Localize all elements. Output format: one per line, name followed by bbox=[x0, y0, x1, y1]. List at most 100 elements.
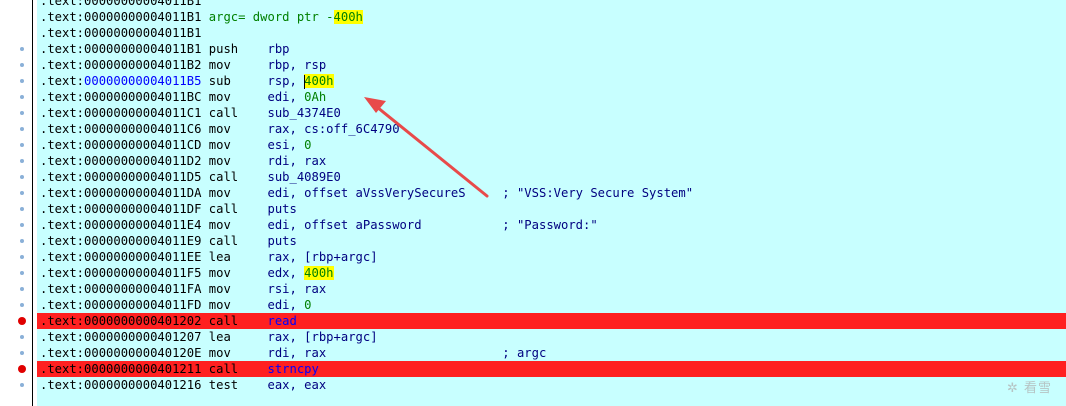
line-marker-icon[interactable] bbox=[20, 95, 24, 99]
code-line[interactable]: .text:00000000004011C1 call sub_4374E0 bbox=[37, 105, 1066, 121]
operands: puts bbox=[267, 202, 297, 216]
mnemonic: mov bbox=[208, 58, 268, 72]
code-line[interactable]: .text:00000000004011E4 mov edi, offset a… bbox=[37, 217, 1066, 233]
line-marker-icon[interactable] bbox=[20, 255, 24, 259]
code-line[interactable]: .text:00000000004011FA mov rsi, rax bbox=[37, 281, 1066, 297]
line-marker-icon[interactable] bbox=[20, 239, 24, 243]
line-marker-icon[interactable] bbox=[20, 63, 24, 67]
segment-name: .text: bbox=[40, 10, 85, 24]
mnemonic: call bbox=[208, 314, 268, 328]
address: 00000000004011FD bbox=[84, 298, 202, 312]
code-line[interactable]: .text:00000000004011EE lea rax, [rbp+arg… bbox=[37, 249, 1066, 265]
line-marker-icon[interactable] bbox=[20, 111, 24, 115]
code-line[interactable]: .text:00000000004011C6 mov rax, cs:off_6… bbox=[37, 121, 1066, 137]
comment: ; argc bbox=[502, 346, 547, 360]
highlighted-immediate: 400h bbox=[304, 74, 334, 88]
segment-name: .text: bbox=[40, 58, 85, 72]
breakpoint-icon[interactable] bbox=[18, 365, 26, 373]
code-line[interactable]: .text:00000000004011B1 bbox=[37, 25, 1066, 41]
address: 00000000004011B5 bbox=[84, 74, 202, 88]
code-line[interactable]: .text:000000000040120E mov rdi, rax ; ar… bbox=[37, 345, 1066, 361]
mnemonic: lea bbox=[208, 250, 268, 264]
operands: rsp, bbox=[267, 74, 305, 88]
address: 0000000000401211 bbox=[84, 362, 202, 376]
code-line[interactable]: .text:00000000004011DF call puts bbox=[37, 201, 1066, 217]
segment-name: .text: bbox=[40, 298, 85, 312]
address: 00000000004011B1 bbox=[84, 10, 202, 24]
code-line[interactable]: .text:0000000000401216 test eax, eax bbox=[37, 377, 1066, 393]
code-line[interactable]: .text:00000000004011B1 argc= dword ptr -… bbox=[37, 9, 1066, 25]
watermark: ✲ 看雪 bbox=[1006, 381, 1052, 396]
line-marker-icon[interactable] bbox=[20, 159, 24, 163]
segment-name: .text: bbox=[40, 378, 85, 392]
immediate-value: 0 bbox=[304, 298, 312, 312]
operands: esi, bbox=[267, 138, 305, 152]
operands: eax, eax bbox=[267, 378, 327, 392]
highlighted-immediate: 400h bbox=[333, 10, 363, 24]
breakpoint-icon[interactable] bbox=[18, 317, 26, 325]
mnemonic: push bbox=[208, 42, 268, 56]
breakpoint-line[interactable]: .text:0000000000401202 call read bbox=[37, 313, 1066, 329]
address: 00000000004011EE bbox=[84, 250, 202, 264]
line-marker-icon[interactable] bbox=[20, 271, 24, 275]
line-marker-icon[interactable] bbox=[20, 143, 24, 147]
code-line[interactable]: .text:00000000004011D2 mov rdi, rax bbox=[37, 153, 1066, 169]
mnemonic: lea bbox=[208, 330, 268, 344]
line-marker-icon[interactable] bbox=[20, 383, 24, 387]
code-line[interactable]: .text:00000000004011B1 push rbp bbox=[37, 41, 1066, 57]
code-line[interactable]: .text:00000000004011B2 mov rbp, rsp bbox=[37, 57, 1066, 73]
address: 00000000004011B1 bbox=[84, 26, 202, 40]
address: 00000000004011DF bbox=[84, 202, 202, 216]
address: 00000000004011D2 bbox=[84, 154, 202, 168]
operands: rax, [rbp+argc] bbox=[267, 250, 378, 264]
address: 00000000004011C6 bbox=[84, 122, 202, 136]
code-line[interactable]: .text:00000000004011B5 sub rsp, 400h bbox=[37, 73, 1066, 89]
function-bracket bbox=[32, 0, 33, 406]
line-marker-icon[interactable] bbox=[20, 191, 24, 195]
segment-name: .text: bbox=[40, 186, 85, 200]
segment-name: .text: bbox=[40, 170, 85, 184]
address: 00000000004011C1 bbox=[84, 106, 202, 120]
breakpoint-gutter[interactable] bbox=[0, 0, 37, 406]
line-marker-icon[interactable] bbox=[20, 335, 24, 339]
segment-name: .text: bbox=[40, 138, 85, 152]
mnemonic: mov bbox=[208, 122, 268, 136]
mnemonic: mov bbox=[208, 218, 268, 232]
line-marker-icon[interactable] bbox=[20, 303, 24, 307]
line-marker-icon[interactable] bbox=[20, 79, 24, 83]
code-line[interactable]: .text:00000000004011FD mov edi, 0 bbox=[37, 297, 1066, 313]
operands: rsi, rax bbox=[267, 282, 327, 296]
line-marker-icon[interactable] bbox=[20, 207, 24, 211]
line-marker-icon[interactable] bbox=[20, 351, 24, 355]
code-line[interactable]: .text:00000000004011CD mov esi, 0 bbox=[37, 137, 1066, 153]
segment-name: .text: bbox=[40, 234, 85, 248]
operands: rax, [rbp+argc] bbox=[267, 330, 378, 344]
line-marker-icon[interactable] bbox=[20, 47, 24, 51]
disassembly-listing[interactable]: .text:00000000004011B1 .text:00000000004… bbox=[37, 0, 1066, 393]
code-line[interactable]: .text:00000000004011D5 call sub_4089E0 bbox=[37, 169, 1066, 185]
watermark-icon: ✲ bbox=[1006, 381, 1024, 396]
code-line[interactable]: .text:00000000004011E9 call puts bbox=[37, 233, 1066, 249]
segment-name: .text: bbox=[40, 122, 85, 136]
code-line[interactable]: .text:00000000004011BC mov edi, 0Ah bbox=[37, 89, 1066, 105]
line-marker-icon[interactable] bbox=[20, 287, 24, 291]
highlighted-immediate: 400h bbox=[304, 266, 334, 280]
mnemonic bbox=[209, 0, 268, 8]
line-marker-icon[interactable] bbox=[20, 127, 24, 131]
address: 0000000000401207 bbox=[84, 330, 202, 344]
line-marker-icon[interactable] bbox=[20, 175, 24, 179]
breakpoint-line[interactable]: .text:0000000000401211 call strncpy bbox=[37, 361, 1066, 377]
code-line[interactable]: .text:00000000004011B1 bbox=[37, 0, 1066, 9]
code-line[interactable]: .text:0000000000401207 lea rax, [rbp+arg… bbox=[37, 329, 1066, 345]
address: 00000000004011B2 bbox=[84, 58, 202, 72]
mnemonic: mov bbox=[208, 346, 268, 360]
segment-name: .text: bbox=[40, 202, 85, 216]
operands: rdi, rax bbox=[267, 346, 327, 360]
mnemonic: mov bbox=[208, 154, 268, 168]
code-line[interactable]: .text:00000000004011F5 mov edx, 400h bbox=[37, 265, 1066, 281]
code-line[interactable]: .text:00000000004011DA mov edi, offset a… bbox=[37, 185, 1066, 201]
line-marker-icon[interactable] bbox=[20, 223, 24, 227]
operands: sub_4374E0 bbox=[267, 106, 341, 120]
operands: edi, bbox=[267, 298, 305, 312]
address: 00000000004011B1 bbox=[84, 42, 202, 56]
